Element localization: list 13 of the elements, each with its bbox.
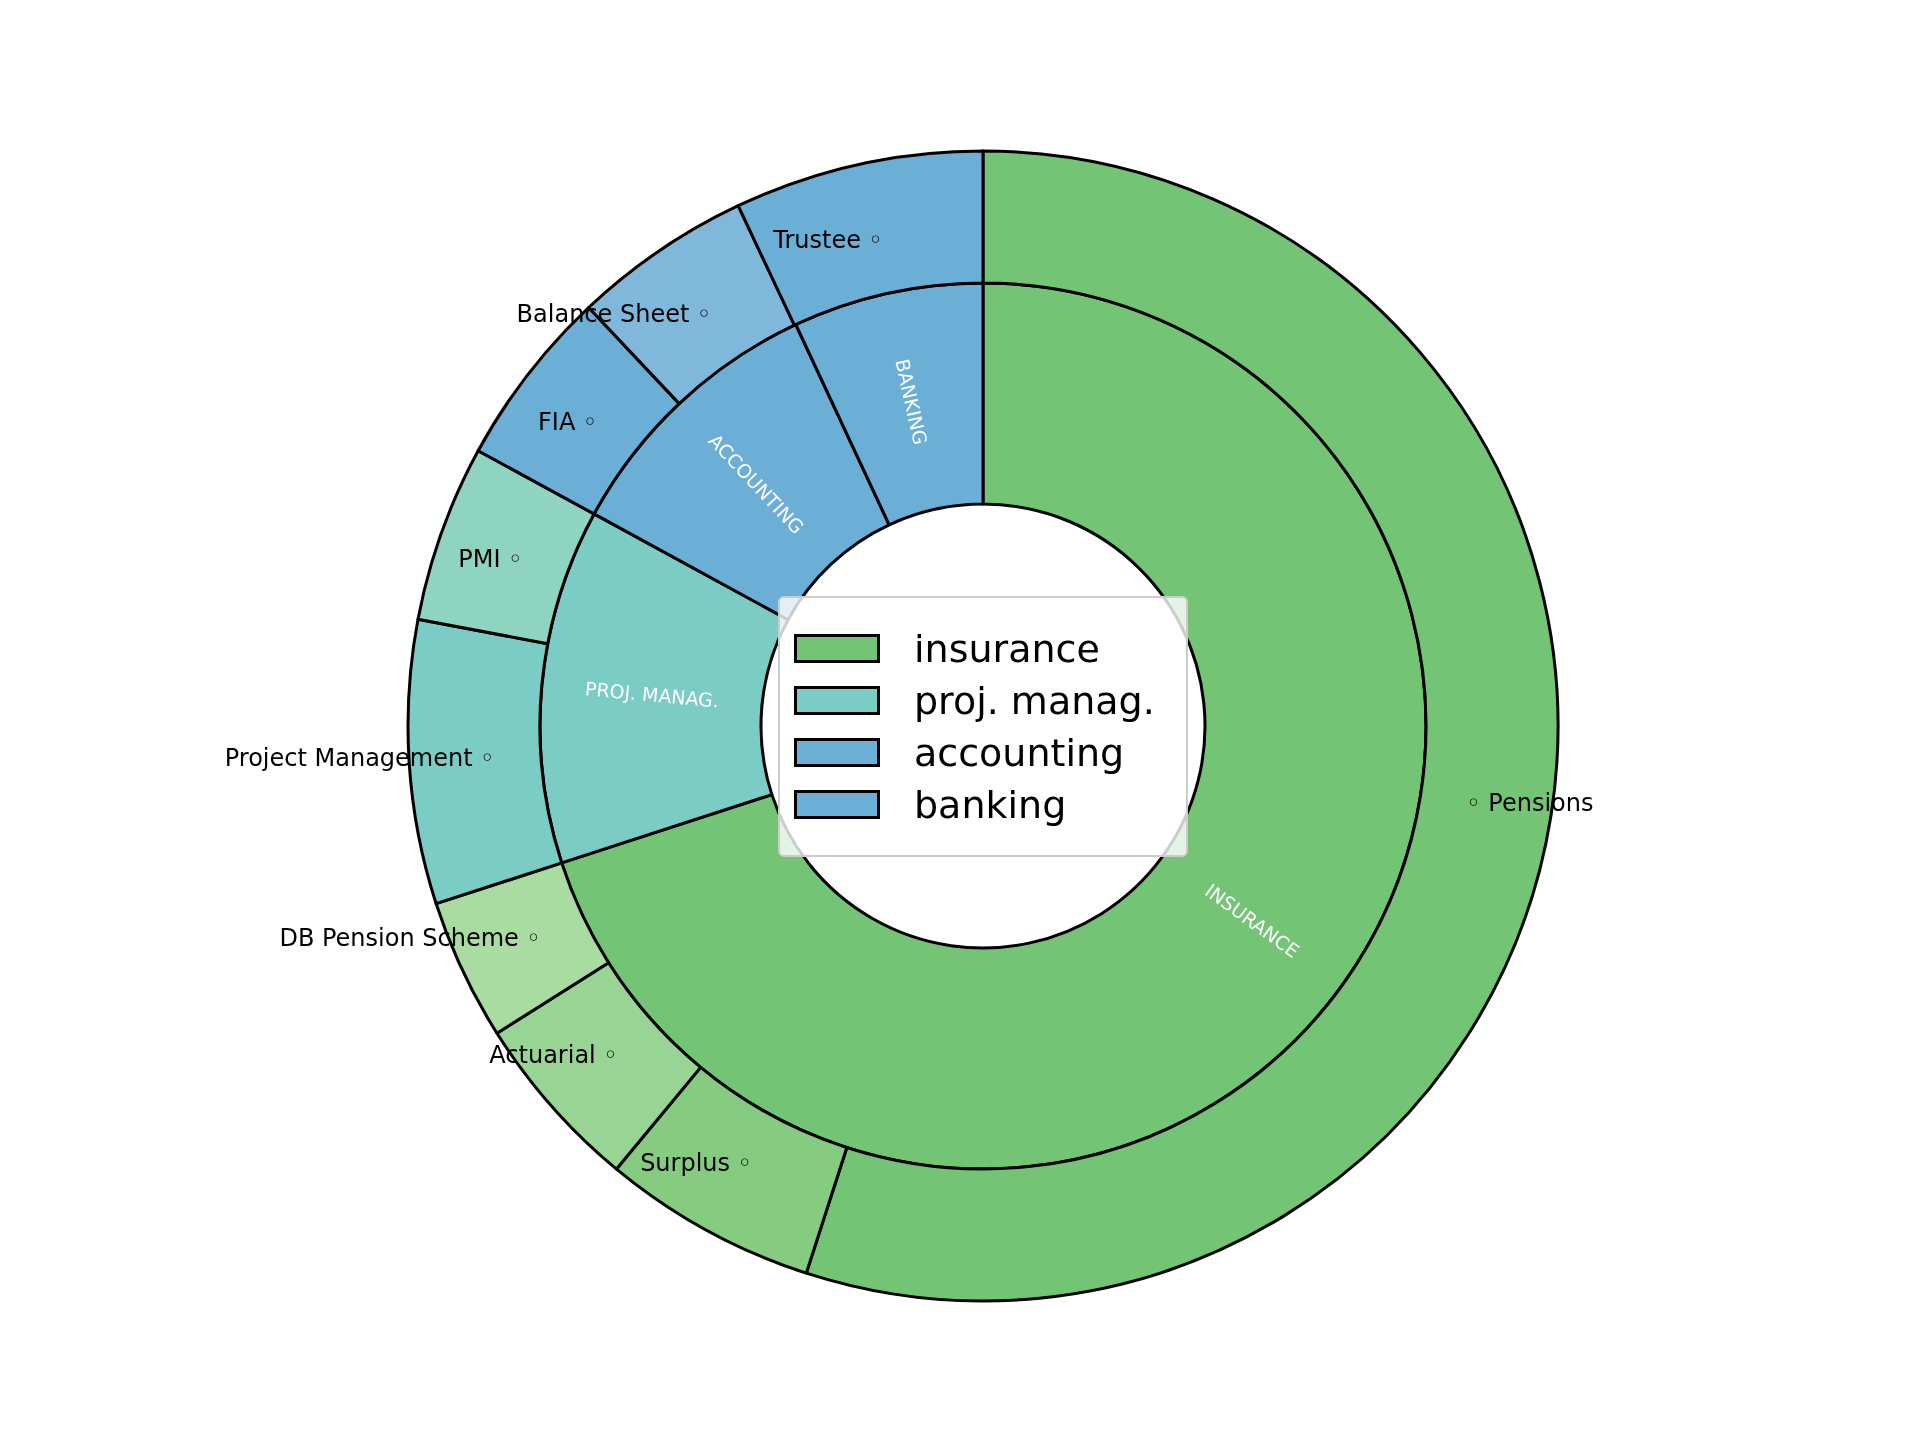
outer-ring-segment [615,1065,849,1275]
segment-label: Surplus ◦ [640,1150,752,1175]
outer-ring-segment [736,149,985,327]
legend-label: banking [914,785,1067,824]
segment-label: FIA ◦ [538,409,598,434]
segment-label: PROJ. MANAG. [584,679,721,711]
legend-label: proj. manag. [914,681,1155,720]
segment-label: BANKING [892,357,930,447]
legend-label: accounting [914,733,1125,772]
segment-label: PMI ◦ [458,546,523,571]
segment-label: Trustee ◦ [773,228,883,252]
outer-ring-segment [416,449,596,646]
legend-label: insurance [914,629,1100,668]
